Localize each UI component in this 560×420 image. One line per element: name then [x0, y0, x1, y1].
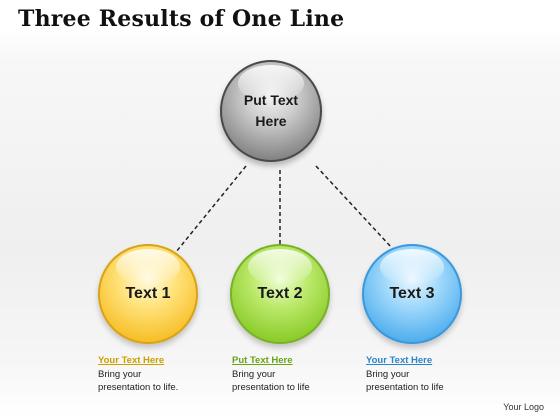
- caption-1: Your Text Here Bring your presentation t…: [98, 354, 228, 394]
- caption-heading-2[interactable]: Put Text Here: [232, 355, 293, 366]
- connector-line-1: [175, 165, 247, 253]
- center-circle[interactable]: Put Text Here: [220, 60, 322, 162]
- gloss-highlight: [116, 249, 180, 285]
- caption-heading-3[interactable]: Your Text Here: [366, 355, 433, 366]
- slide-title: Three Results of One Line: [18, 6, 345, 32]
- caption-body-3a: Bring your: [366, 369, 410, 380]
- center-label-line-2: Here: [255, 113, 287, 129]
- node-label-2: Text 2: [257, 285, 303, 302]
- caption-body-1a: Bring your: [98, 369, 142, 380]
- gloss-highlight: [380, 249, 444, 285]
- node-circle-1[interactable]: Text 1: [98, 244, 198, 344]
- center-circle-label: Put Text Here: [244, 90, 298, 132]
- caption-2: Put Text Here Bring your presentation to…: [232, 354, 362, 394]
- center-label-line-1: Put Text: [243, 92, 299, 108]
- caption-3: Your Text Here Bring your presentation t…: [366, 354, 496, 394]
- node-label-3: Text 3: [389, 285, 435, 302]
- caption-body-3b: presentation to life: [366, 382, 444, 393]
- connector-line-3: [315, 165, 393, 249]
- caption-body-1b: presentation to life.: [98, 382, 179, 393]
- node-label-1: Text 1: [125, 285, 171, 302]
- gloss-highlight: [248, 249, 312, 285]
- node-circle-3[interactable]: Text 3: [362, 244, 462, 344]
- logo-placeholder: Your Logo: [503, 402, 544, 412]
- caption-body-2b: presentation to life: [232, 382, 310, 393]
- caption-body-2a: Bring your: [232, 369, 276, 380]
- node-circle-2[interactable]: Text 2: [230, 244, 330, 344]
- caption-heading-1[interactable]: Your Text Here: [98, 355, 165, 366]
